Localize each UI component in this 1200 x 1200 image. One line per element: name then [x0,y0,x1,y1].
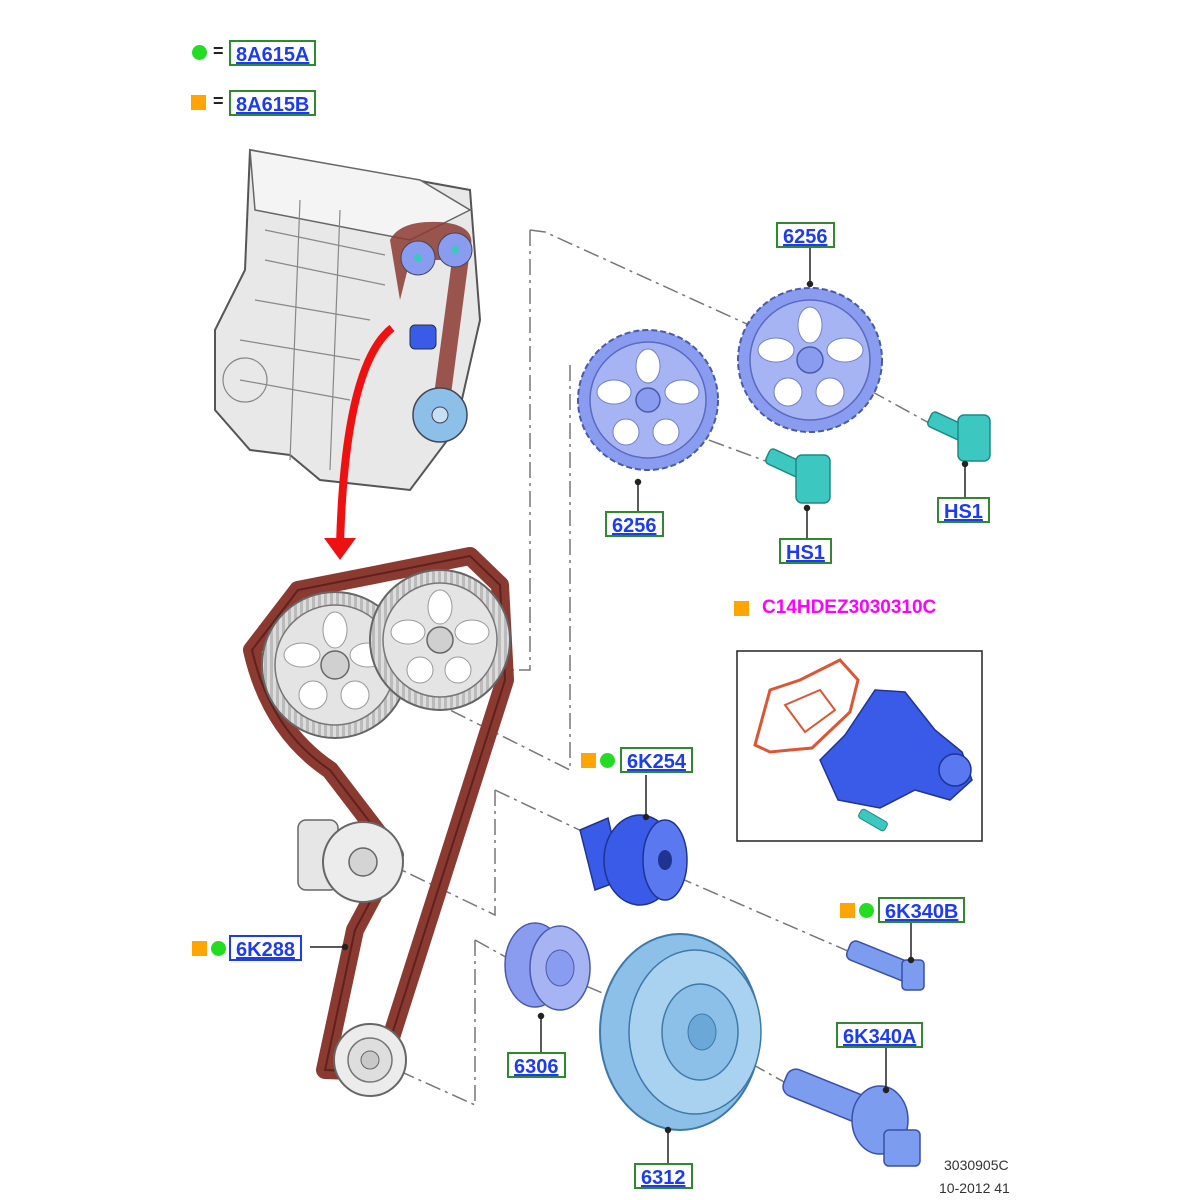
callout-6256-left[interactable]: 6256 [605,511,664,537]
water-pump-kit [736,650,983,842]
cam-sprocket-right [737,287,883,433]
legend-green-dot [192,45,207,60]
callout-6256-right[interactable]: 6256 [776,222,835,248]
crank-pulley [599,933,762,1131]
tensioner-bolt [845,940,925,991]
callout-6306[interactable]: 6306 [507,1052,566,1078]
tensioner [579,814,688,906]
callout-hs1-right[interactable]: HS1 [937,497,990,523]
callout-6312[interactable]: 6312 [634,1163,693,1189]
legend-orange-square [191,95,206,110]
cam-sprocket-left [577,329,719,471]
diagram-date: 10-2012 41 [939,1180,1010,1196]
diagram-id: 3030905C [944,1157,1009,1173]
red-arrow [324,324,395,560]
engine-block [214,148,482,492]
legend-equals-1: = [213,41,224,61]
callout-6K254[interactable]: 6K254 [620,747,693,773]
water-pump-kit-label[interactable]: C14HDEZ3030310C [762,597,937,618]
tensioner-bolt-orange-square [840,903,855,918]
tensioner-bolt-green-dot [859,903,874,918]
crank-sprocket [504,922,591,1011]
callout-6K340B[interactable]: 6K340B [878,897,966,923]
cam-bolt-left [764,448,831,504]
callout-6K340A[interactable]: 6K340A [836,1022,924,1048]
kit-orange-square [734,601,749,616]
belt-cam-sprocket-right [369,569,511,711]
belt-crank-pulley [333,1023,407,1097]
legend-equals-2: = [213,91,224,111]
cam-bolt-right [926,411,991,462]
callout-hs1-left[interactable]: HS1 [779,538,832,564]
belt-orange-square [192,941,207,956]
crank-bolt [782,1068,921,1167]
tensioner-green-dot [600,753,615,768]
belt-green-dot [211,941,226,956]
tensioner-orange-square [581,753,596,768]
callout-6K288[interactable]: 6K288 [229,935,302,961]
timing-belt [243,547,514,1081]
legend-code-8A615B[interactable]: 8A615B [229,90,317,116]
legend-code-8A615A[interactable]: 8A615A [229,40,317,66]
callout-pointers [310,247,969,1163]
belt-tensioner-pulley [297,819,404,903]
